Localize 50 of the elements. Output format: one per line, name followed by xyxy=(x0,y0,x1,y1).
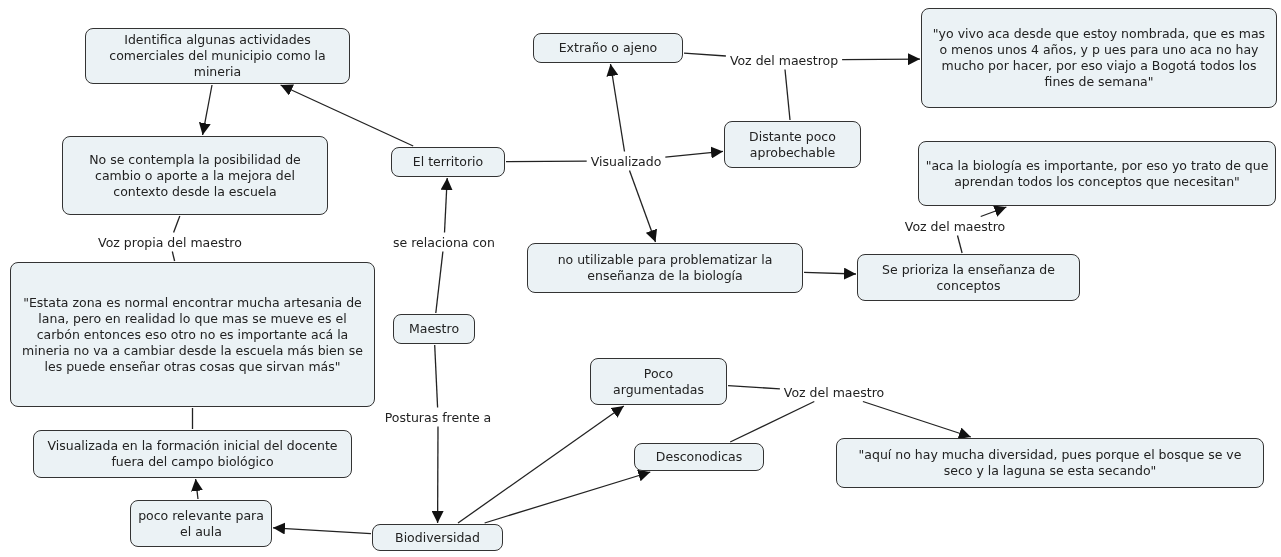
arrow xyxy=(272,522,372,535)
concept-box: "yo vivo aca desde que estoy nombrada, que es mas o menos unos 4 años, y p ues para uno aca no hay mucho por hacer, por eso viajo a Bogotá todos los fines de semana" xyxy=(921,8,1277,108)
arrow xyxy=(191,478,203,500)
linking-phrase: Voz del maestro xyxy=(781,384,887,400)
connector-line xyxy=(191,407,194,430)
concept-box: Identifica algunas actividades comerciales del municipio como la mineria xyxy=(85,28,350,84)
concept-box: no utilizable para problematizar la enseñanza de la biología xyxy=(527,243,803,293)
connector-line xyxy=(729,400,815,443)
arrow xyxy=(606,63,626,153)
arrow xyxy=(457,405,625,524)
linking-phrase: Voz propia del maestro xyxy=(96,234,244,250)
arrow xyxy=(664,146,724,159)
concept-box: "Estata zona es normal encontrar mucha artesania de lana, pero en realidad lo que mas se mueve es el carbón entonces eso otro no es importante acá la mineria no va a cambiar desde la escuela más bien se les puede enseñar otras cosas que sirvan más" xyxy=(10,262,375,407)
concept-box: Desconodicas xyxy=(634,443,764,471)
arrow xyxy=(803,267,857,280)
arrow xyxy=(841,53,921,66)
connector-line xyxy=(434,344,439,409)
concept-box: "aquí no hay mucha diversidad, pues porque el bosque se ve seco y la laguna se esta secando" xyxy=(836,438,1264,488)
concept-box: Se prioriza la enseñanza de conceptos xyxy=(857,254,1080,301)
linking-phrase: Voz del maestro xyxy=(902,218,1008,234)
concept-box: Visualizada en la formación inicial del docente fuera del campo biológico xyxy=(33,430,352,478)
connector-line xyxy=(784,68,791,121)
concept-box: El territorio xyxy=(391,147,505,177)
arrow xyxy=(198,84,213,136)
arrow xyxy=(862,400,972,439)
concept-box: poco relevante para el aula xyxy=(130,500,272,547)
connector-line xyxy=(683,52,727,57)
arrow xyxy=(431,425,444,524)
arrow xyxy=(279,84,414,147)
linking-phrase: se relaciona con xyxy=(391,234,497,250)
linking-phrase: Visualizado xyxy=(588,153,664,169)
arrow xyxy=(483,469,651,524)
concept-box: Biodiversidad xyxy=(372,524,503,551)
connector-line xyxy=(172,215,181,234)
arrow xyxy=(440,177,453,234)
concept-box: Poco argumentadas xyxy=(590,358,727,405)
arrow xyxy=(628,169,658,243)
concept-box: Extraño o ajeno xyxy=(533,33,683,63)
connector-line xyxy=(956,234,963,254)
connector-line xyxy=(505,160,588,163)
concept-box: No se contempla la posibilidad de cambio o aporte a la mejora del contexto desde la escuela xyxy=(62,136,328,215)
linking-phrase: Voz del maestrop xyxy=(727,52,841,68)
connector-line xyxy=(435,250,444,314)
concept-box: Maestro xyxy=(393,314,475,344)
concept-box: "aca la biología es importante, por eso yo trato de que aprendan todos los conceptos que necesitan" xyxy=(918,141,1276,206)
linking-phrase: Posturas frente a xyxy=(382,409,494,425)
concept-box: Distante poco aprobechable xyxy=(724,121,861,168)
connector-line xyxy=(171,250,176,262)
connector-line xyxy=(727,385,781,390)
arrow xyxy=(980,205,1008,218)
